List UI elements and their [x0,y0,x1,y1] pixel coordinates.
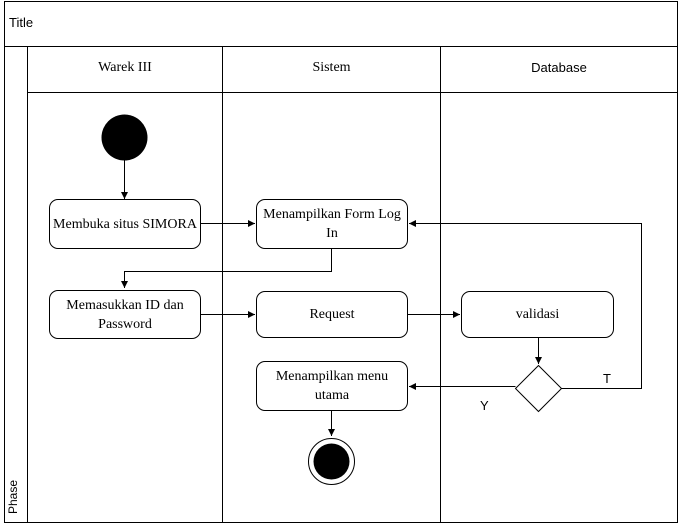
decision-node [514,364,563,413]
edge-label-no: T [603,371,611,386]
action-show-login: Menampilkan Form Log In [256,199,408,249]
action-show-menu: Menampilkan menu utama [256,361,408,411]
lane-header-database: Database [531,60,587,75]
edge-login-to-credentials [121,248,332,288]
pool-frame [4,1,678,523]
diagram-title: Title [9,15,34,30]
action-validate: validasi [461,291,614,338]
action-open-site: Membuka situs SIMORA [49,199,201,249]
action-enter-credentials: Memasukkan ID dan Password [49,290,201,339]
lane-header-warek: Warek III [98,60,152,75]
edge-decision-no [409,220,642,389]
lane-header-sistem: Sistem [312,60,351,75]
edge-label-yes: Y [480,398,489,413]
initial-node [101,114,148,161]
phase-label: Phase [6,479,20,515]
action-request: Request [256,291,408,338]
final-node-inner [313,443,350,480]
